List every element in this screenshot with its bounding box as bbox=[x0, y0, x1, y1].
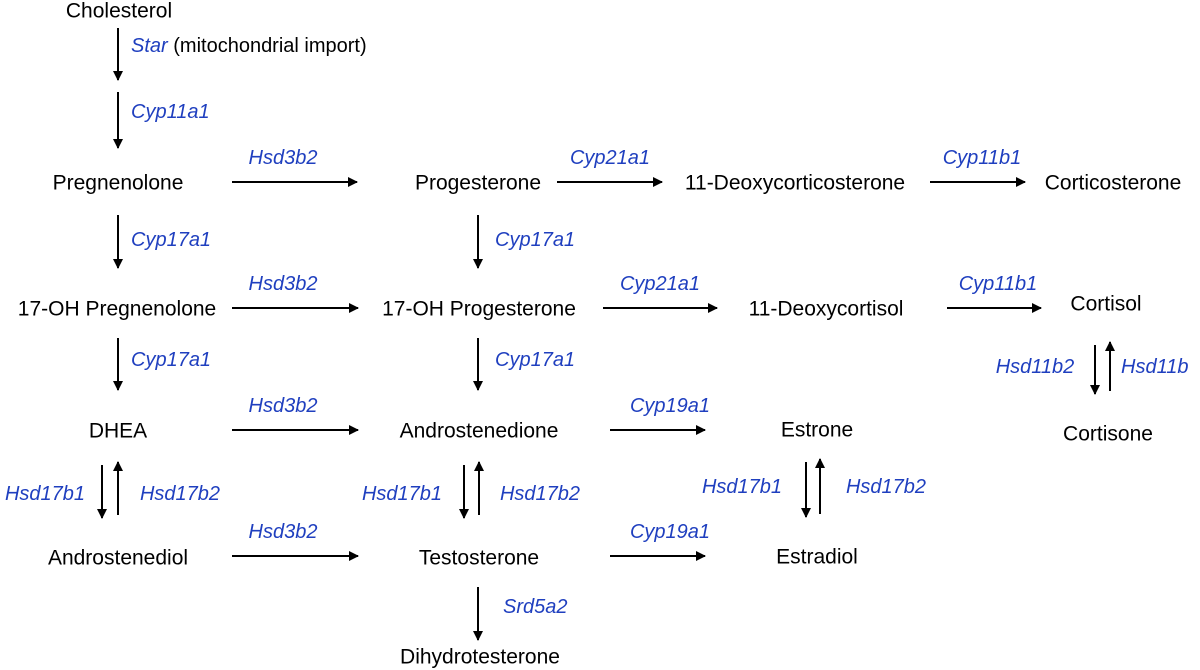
metabolite-corticosterone: Corticosterone bbox=[1044, 171, 1182, 195]
enzyme-cyp17a1-progesterone: Cyp17a1 bbox=[495, 229, 576, 251]
metabolite-androstenedione: Androstenedione bbox=[399, 419, 559, 443]
enzyme-cyp17a1-pregnenolone: Cyp17a1 bbox=[131, 229, 212, 251]
enzyme-srd5a2: Srd5a2 bbox=[503, 596, 568, 618]
metabolite-17-oh-pregnenolone: 17-OH Pregnenolone bbox=[17, 297, 217, 321]
enzyme-cyp21a1-progesterone: Cyp21a1 bbox=[569, 147, 651, 169]
enzyme-hsd11b-partial: Hsd11b bbox=[1121, 356, 1189, 378]
enzyme-cyp17a1-17oh-progesterone: Cyp17a1 bbox=[495, 349, 576, 371]
metabolite-dhea: DHEA bbox=[88, 419, 148, 443]
metabolite-pregnenolone: Pregnenolone bbox=[52, 171, 184, 195]
enzyme-hsd17b2-dhea: Hsd17b2 bbox=[139, 483, 221, 505]
metabolite-cortisone: Cortisone bbox=[1063, 422, 1153, 446]
enzyme-cyp11a1: Cyp11a1 bbox=[131, 101, 210, 123]
metabolite-cortisol: Cortisol bbox=[1070, 292, 1142, 316]
enzyme-star: Star bbox=[131, 35, 168, 57]
enzyme-cyp11b1-deoxycortisol: Cyp11b1 bbox=[958, 273, 1038, 295]
metabolite-17-oh-progesterone: 17-OH Progesterone bbox=[382, 297, 576, 321]
enzyme-hsd3b2-androstenediol: Hsd3b2 bbox=[248, 521, 318, 543]
enzyme-hsd3b2-dhea: Hsd3b2 bbox=[248, 395, 318, 417]
metabolite-testosterone: Testosterone bbox=[418, 546, 540, 570]
enzyme-cyp11b1-doc: Cyp11b1 bbox=[942, 147, 1022, 169]
metabolite-11-deoxycortisol: 11-Deoxycortisol bbox=[748, 297, 904, 321]
enzyme-hsd17b1-androstenedione: Hsd17b1 bbox=[361, 483, 443, 505]
metabolite-estradiol: Estradiol bbox=[776, 545, 858, 569]
enzyme-hsd3b2-pregnenolone: Hsd3b2 bbox=[248, 147, 318, 169]
enzyme-hsd17b1-dhea: Hsd17b1 bbox=[4, 483, 86, 505]
enzyme-hsd17b2-androstenedione: Hsd17b2 bbox=[499, 483, 581, 505]
metabolite-11-deoxycorticosterone: 11-Deoxycorticosterone bbox=[684, 171, 906, 195]
metabolite-cholesterol: Cholesterol bbox=[65, 0, 173, 23]
enzyme-hsd3b2-17oh-pregnenolone: Hsd3b2 bbox=[248, 273, 318, 295]
enzyme-label-star: Star (mitochondrial import) bbox=[131, 36, 367, 56]
star-note: (mitochondrial import) bbox=[173, 35, 367, 57]
metabolite-dihydrotestosterone: Dihydrotesterone bbox=[400, 645, 560, 669]
enzyme-hsd17b2-estrone: Hsd17b2 bbox=[845, 476, 927, 498]
metabolite-progesterone: Progesterone bbox=[414, 171, 542, 195]
enzyme-cyp17a1-17oh-pregnenolone: Cyp17a1 bbox=[131, 349, 212, 371]
enzyme-hsd11b2: Hsd11b2 bbox=[995, 356, 1075, 378]
metabolite-androstenediol: Androstenediol bbox=[47, 546, 189, 570]
enzyme-cyp19a1-androstenedione: Cyp19a1 bbox=[629, 395, 711, 417]
enzyme-cyp19a1-testosterone: Cyp19a1 bbox=[629, 521, 711, 543]
enzyme-hsd17b1-estrone: Hsd17b1 bbox=[701, 476, 783, 498]
metabolite-estrone: Estrone bbox=[780, 418, 854, 442]
enzyme-cyp21a1-17oh-progesterone: Cyp21a1 bbox=[619, 273, 701, 295]
